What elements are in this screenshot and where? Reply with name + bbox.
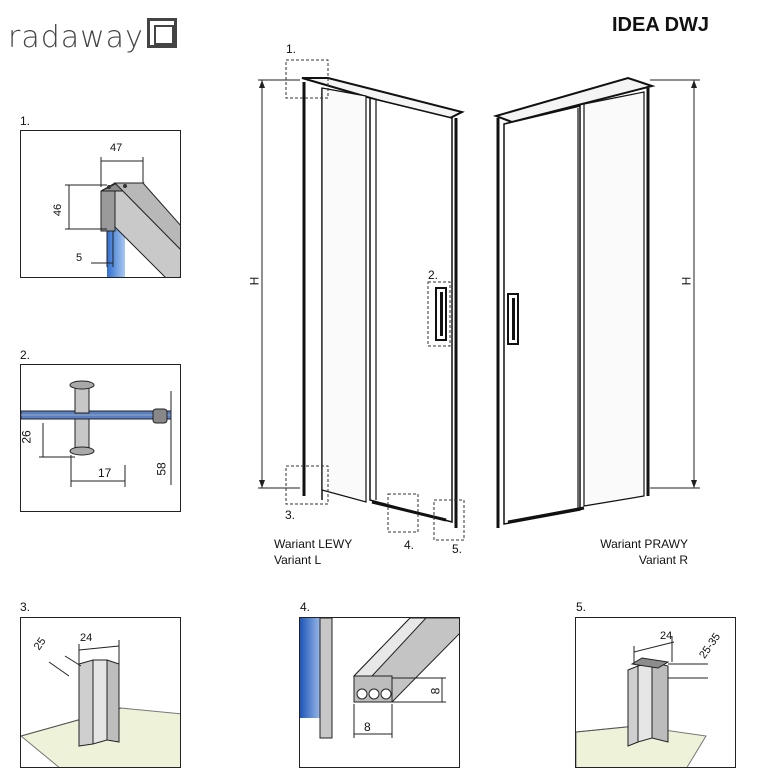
callout-5: 5. xyxy=(452,542,463,556)
variant-left-line2: Variant L xyxy=(274,553,322,567)
top-rail-right xyxy=(492,76,656,124)
logo-square-icon xyxy=(147,18,177,48)
detail3-label: 3. xyxy=(20,600,31,614)
sliding-panel-right xyxy=(503,105,581,525)
detail1-dim-gap: 5 xyxy=(76,252,83,264)
sliding-panel-left xyxy=(369,97,453,523)
detail1-label: 1. xyxy=(20,114,31,128)
height-label-right: H xyxy=(679,276,694,286)
fixed-panel-left xyxy=(321,87,367,503)
detail2-panel xyxy=(20,364,181,512)
detail4-label: 4. xyxy=(300,600,311,614)
detail2-label: 2. xyxy=(20,348,31,362)
detail1-dim-height: 46 xyxy=(52,203,65,217)
callout-4: 4. xyxy=(404,538,415,552)
detail4-panel xyxy=(299,617,460,768)
detail5-panel xyxy=(575,617,736,768)
callout-1: 1. xyxy=(286,42,297,56)
variant-right-line1: Wariant PRAWY xyxy=(600,537,688,551)
main-door-drawing xyxy=(258,59,700,541)
variant-right-caption: Wariant PRAWY Variant R xyxy=(590,536,688,568)
callout-3: 3. xyxy=(285,508,296,522)
detail2-dim-58: 58 xyxy=(154,462,169,476)
detail2-dim-26: 26 xyxy=(19,430,34,444)
detail1-panel xyxy=(20,130,181,278)
handle-right xyxy=(507,293,519,345)
variant-left-caption: Wariant LEWY Variant L xyxy=(274,536,352,568)
detail1-dim-width: 47 xyxy=(110,142,123,154)
page-title: IDEA DWJ xyxy=(612,14,710,36)
variant-left-line1: Wariant LEWY xyxy=(274,537,353,551)
callout-2: 2. xyxy=(428,268,439,282)
fixed-panel-right xyxy=(583,91,645,507)
height-label-left: H xyxy=(247,276,262,286)
detail5-label: 5. xyxy=(576,600,587,614)
handle-left xyxy=(435,287,447,341)
detail3-panel xyxy=(20,617,181,768)
bottom-rail-right xyxy=(507,506,585,524)
detail5-dim-24: 24 xyxy=(660,630,673,642)
detail3-dim-24: 24 xyxy=(80,632,93,644)
detail2-dim-17: 17 xyxy=(98,466,112,480)
variant-right-line2: Variant R xyxy=(638,553,688,567)
detail4-dim-height: 8 xyxy=(428,687,443,695)
brand-logo: radaway xyxy=(8,20,144,55)
detail4-dim-width: 8 xyxy=(364,720,371,734)
